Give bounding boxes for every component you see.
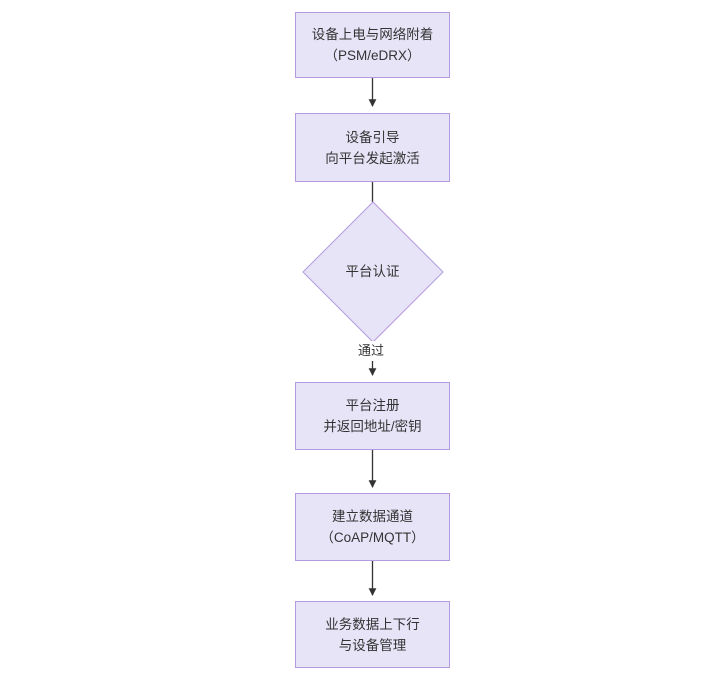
edge-label-pass: 通过 xyxy=(355,341,388,361)
node-label-line: 并返回地址/密钥 xyxy=(323,419,422,434)
node-establish-data-channel[interactable]: 建立数据通道 （CoAP/MQTT） xyxy=(295,493,450,561)
node-label-line: 平台注册 xyxy=(345,398,400,413)
node-label-line: 业务数据上下行 xyxy=(325,616,420,632)
node-platform-authentication[interactable]: 平台认证 xyxy=(301,201,444,343)
node-label-line: 向平台发起激活 xyxy=(325,150,420,166)
node-business-data-and-device-management[interactable]: 业务数据上下行 与设备管理 xyxy=(295,601,450,668)
node-device-power-on[interactable]: 设备上电与网络附着 （PSM/eDRX） xyxy=(295,12,450,78)
node-label-line: 设备引导 xyxy=(345,129,400,145)
node-platform-registration[interactable]: 平台注册 并返回地址/密钥 xyxy=(295,382,450,450)
node-device-bootstrap[interactable]: 设备引导 向平台发起激活 xyxy=(295,113,450,182)
node-label-line: （PSM/eDRX） xyxy=(324,48,421,63)
node-label-line: 建立数据通道 xyxy=(332,509,413,524)
node-label-line: 设备上电与网络附着 xyxy=(311,27,434,42)
node-label-line: （CoAP/MQTT） xyxy=(320,530,425,545)
node-label-line: 平台认证 xyxy=(345,264,400,279)
node-label-line: 与设备管理 xyxy=(338,637,407,653)
